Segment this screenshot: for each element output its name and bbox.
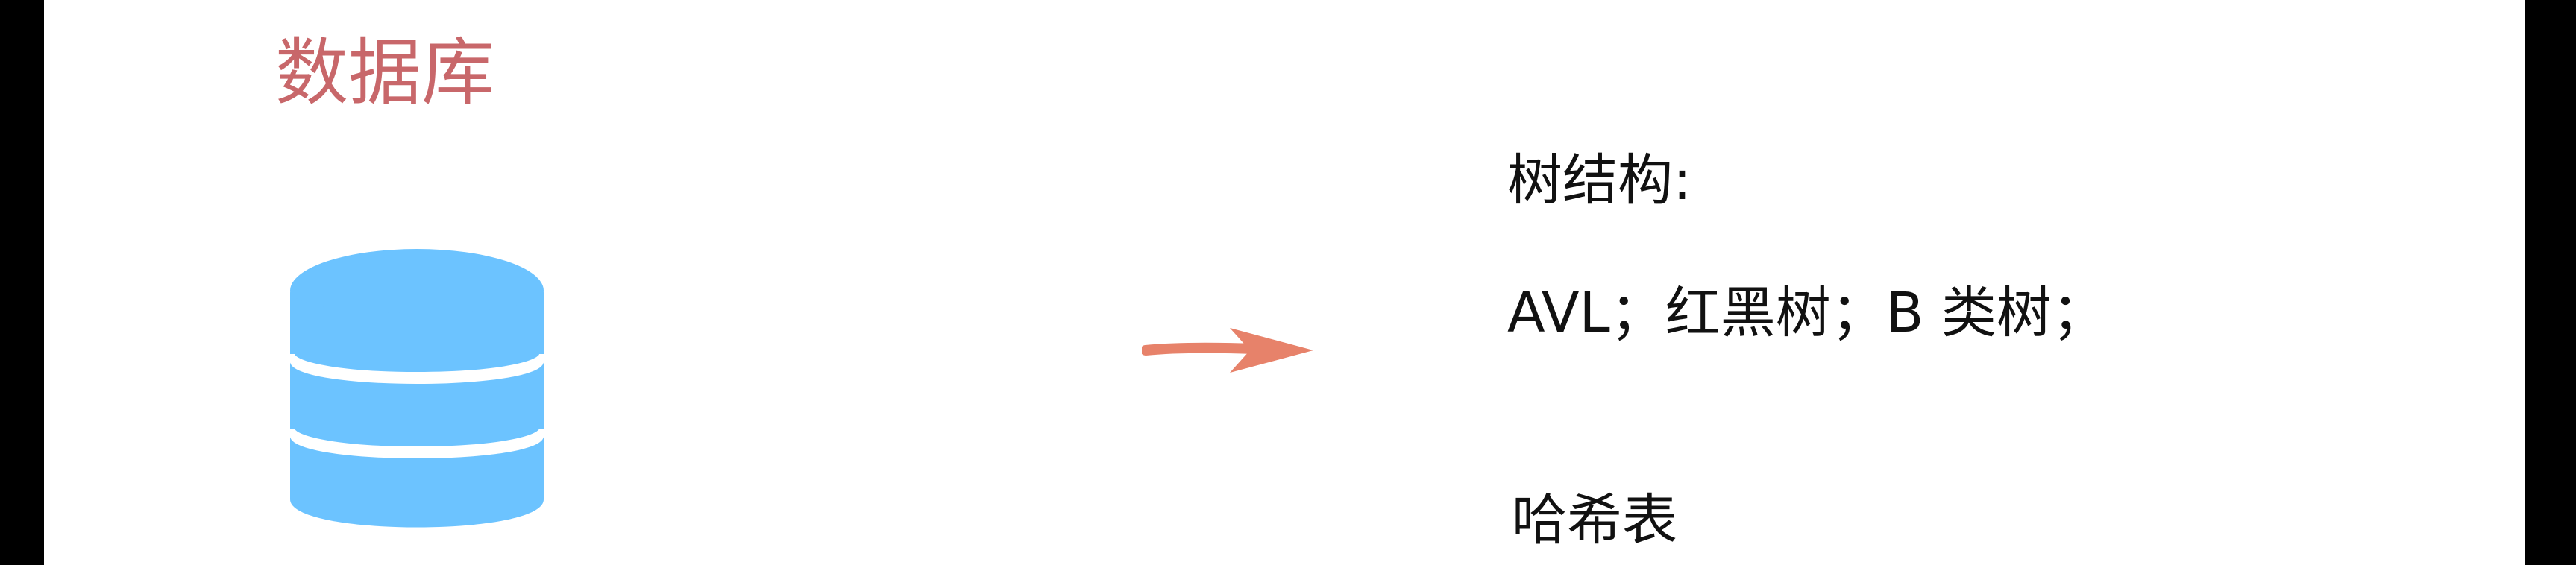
right-arrow-icon bbox=[1142, 328, 1313, 373]
hash-table-text: 哈希表 bbox=[1512, 488, 1677, 552]
slide: 数据库 树结构: AVL；红黑树；B 类树； 哈希表 bbox=[44, 0, 2525, 565]
slide-title: 数据库 bbox=[275, 31, 495, 116]
database-icon bbox=[286, 249, 548, 528]
tree-types-text: AVL；红黑树；B 类树； bbox=[1507, 281, 2108, 345]
tree-structure-heading: 树结构: bbox=[1507, 148, 1691, 212]
